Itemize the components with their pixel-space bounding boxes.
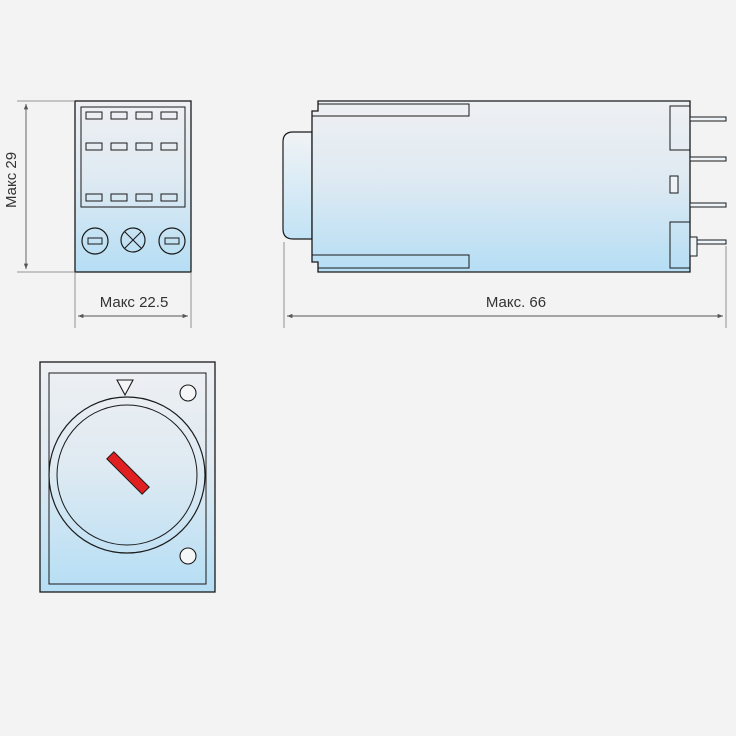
socket-slot	[110, 193, 128, 202]
pins	[689, 116, 727, 257]
socket-grid	[85, 111, 178, 202]
width-label: Макс 22.5	[100, 294, 169, 311]
socket-slot	[160, 142, 178, 151]
side-cap	[282, 131, 313, 240]
socket-slot	[85, 193, 103, 202]
side-body	[311, 100, 691, 273]
socket-slot	[160, 111, 178, 120]
knob-outer-ring	[48, 396, 206, 554]
front-body	[74, 100, 192, 273]
socket-slot	[110, 111, 128, 120]
cross-lamp-icon	[120, 227, 146, 253]
height-dimension: Макс 29	[3, 100, 75, 273]
socket-slot	[85, 142, 103, 151]
screw-hole-bottom	[179, 547, 197, 565]
length-dimension: Макс. 66	[283, 242, 727, 328]
socket-slot	[160, 193, 178, 202]
triangle-down-icon	[116, 379, 134, 397]
length-label: Макс. 66	[486, 294, 546, 311]
minus-slot-icon	[158, 227, 186, 255]
socket-slot	[110, 142, 128, 151]
front-view: Макс 29 Макс 22.5	[3, 100, 192, 328]
screw-hole-top	[179, 384, 197, 402]
socket-slot	[85, 111, 103, 120]
socket-panel	[80, 106, 186, 208]
knob-indicator	[106, 451, 150, 495]
side-view: Макс. 66	[282, 100, 727, 328]
top-view	[39, 361, 216, 593]
width-dimension: Макс 22.5	[74, 272, 192, 328]
socket-slot	[135, 111, 153, 120]
rotary-knob	[56, 404, 198, 546]
side-window	[669, 175, 679, 194]
socket-slot	[135, 142, 153, 151]
socket-slot	[135, 193, 153, 202]
height-label: Макс 29	[3, 152, 20, 208]
minus-slot-icon	[81, 227, 109, 255]
